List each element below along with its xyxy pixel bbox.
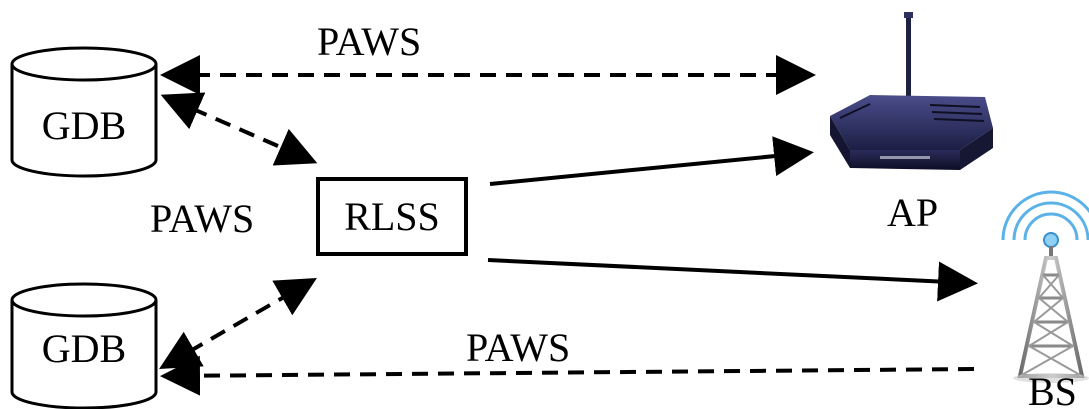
paws-label-bottom: PAWS	[466, 325, 570, 370]
paws-link-gdb-bottom-to-rlss	[159, 278, 317, 369]
paws-label-top: PAWS	[317, 19, 421, 64]
paws-link-gdb-top-to-rlss	[160, 92, 318, 166]
wireless-router-icon	[830, 12, 993, 170]
rlss-to-bs-link	[487, 258, 978, 302]
paws-label-left: PAWS	[150, 196, 254, 241]
paws-link-bs-to-gdb-bottom	[160, 355, 975, 396]
gdb-database-top: GDB	[10, 46, 158, 178]
ap-label: AP	[887, 190, 938, 235]
rlss-box: RLSS	[316, 177, 468, 256]
gdb-database-bottom: GDB	[10, 282, 158, 409]
gdb-top-label: GDB	[42, 103, 126, 148]
rlss-to-ap-link	[489, 136, 814, 186]
gdb-bottom-label: GDB	[42, 326, 126, 371]
bs-label: BS	[1028, 369, 1077, 409]
cell-tower-icon	[1001, 190, 1089, 383]
rlss-label: RLSS	[344, 194, 440, 239]
